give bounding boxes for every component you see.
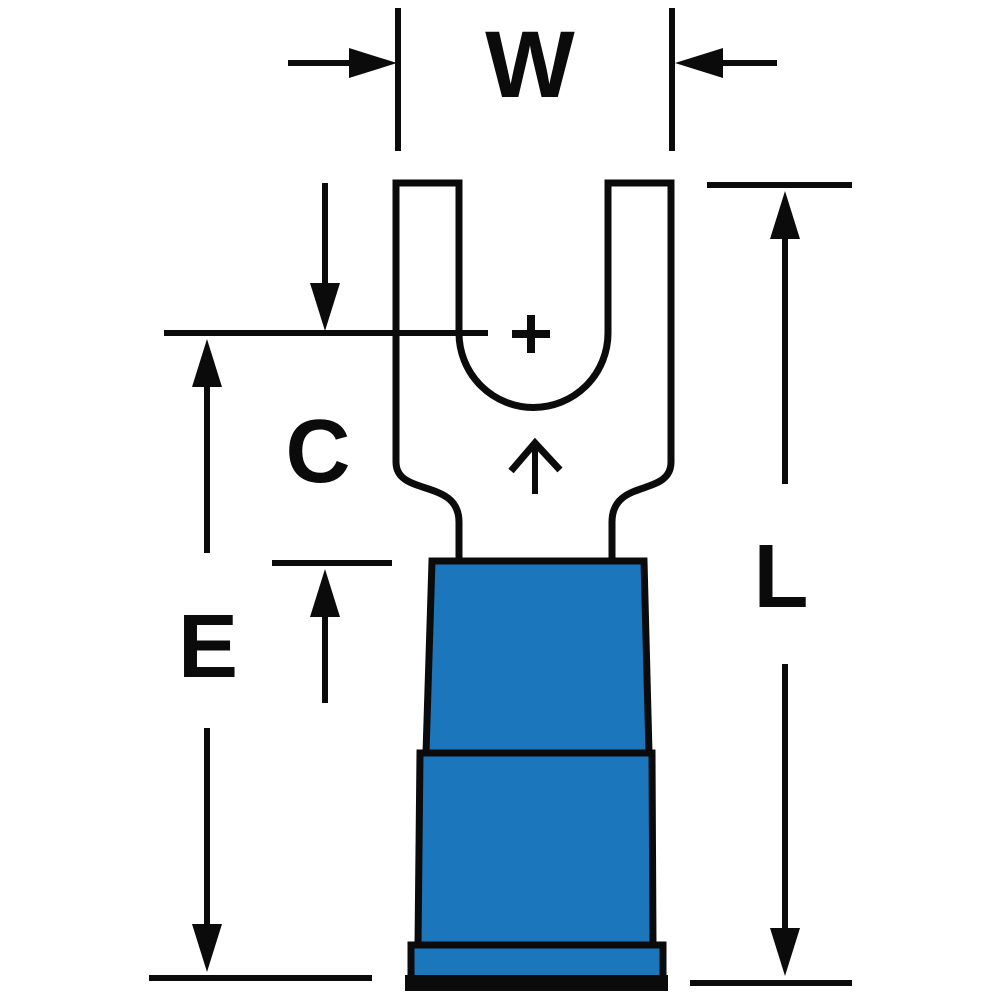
- l-dimension-label: L: [754, 527, 809, 627]
- c-arrow-down-head-icon: [310, 283, 340, 331]
- l-arrow-down-head-icon: [770, 928, 800, 976]
- l-arrow-up-head-icon: [770, 191, 800, 239]
- dimension-c: C: [164, 183, 488, 703]
- wire-insert-arrow-head: [508, 437, 563, 474]
- insulation-barrel-lower: [414, 749, 657, 949]
- dimension-l: L: [690, 182, 852, 986]
- slot-center-marker-icon: [512, 315, 550, 353]
- c-arrow-up-head-icon: [310, 569, 340, 617]
- barrel-bottom-edge: [405, 975, 668, 991]
- w-arrow-left-head-icon: [349, 48, 397, 78]
- insulation-barrel-flare: [407, 941, 667, 984]
- w-dimension-label: W: [485, 12, 575, 118]
- fork-terminal-outline: [392, 179, 675, 568]
- e-dimension-label: E: [178, 597, 238, 697]
- insulation-barrel-upper: [422, 557, 653, 757]
- w-arrow-right-head-icon: [675, 48, 723, 78]
- dimension-e: E: [149, 339, 372, 981]
- c-dimension-label: C: [286, 402, 351, 502]
- wire-insert-up-arrow-icon: [508, 437, 563, 494]
- dimension-w: W: [288, 8, 777, 151]
- e-arrow-down-head-icon: [192, 924, 222, 972]
- e-arrow-up-head-icon: [192, 339, 222, 387]
